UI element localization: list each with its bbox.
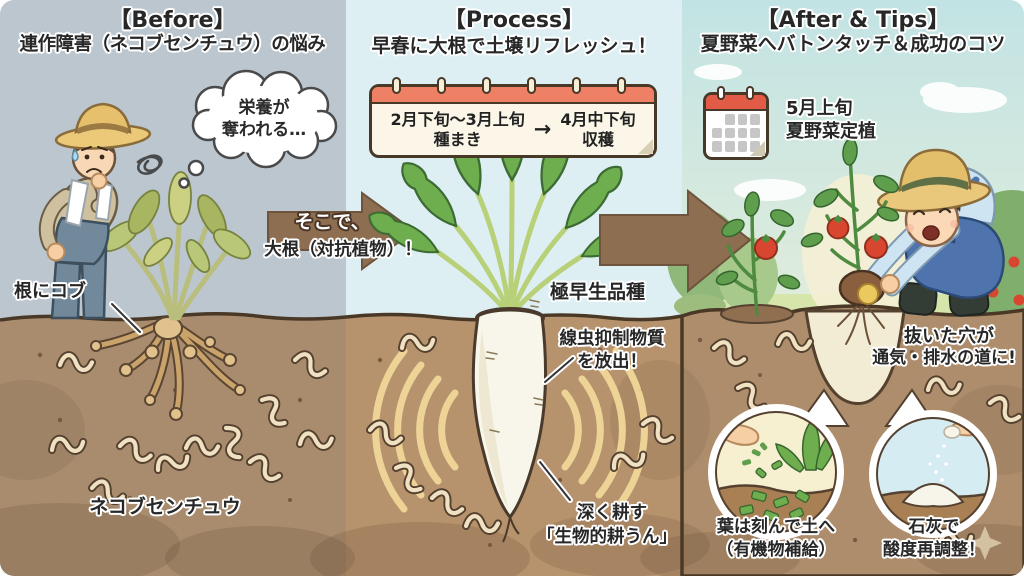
hand bbox=[880, 274, 900, 294]
thought-text-line2: 奪われる… bbox=[221, 120, 307, 140]
tip-lime-line2: 酸度再調整！ bbox=[883, 540, 985, 560]
tomato-plant bbox=[715, 191, 801, 324]
schedule-line1: 5月上旬 bbox=[786, 98, 853, 119]
sweat-drop bbox=[71, 148, 79, 162]
root-galls bbox=[90, 315, 246, 421]
farmer-worried bbox=[38, 102, 152, 320]
tip-leaves-line2: （有機物補給） bbox=[716, 540, 836, 560]
tip-circle-leaves bbox=[708, 404, 844, 540]
process-title: 【Process】 bbox=[443, 8, 585, 33]
process-subtitle: 早春に大根で土壌リフレッシュ！ bbox=[371, 35, 657, 57]
nematode-label: ネコブセンチュウ bbox=[89, 496, 241, 518]
intro-line2: 大根（対抗植物）！ bbox=[264, 240, 422, 260]
after-subtitle: 夏野菜へバトンタッチ＆成功のコツ bbox=[700, 33, 1006, 55]
calendar-icon-may bbox=[703, 86, 769, 160]
wilted-plant bbox=[100, 171, 252, 321]
tip-circle-lime bbox=[869, 410, 997, 538]
soil-line bbox=[0, 312, 683, 322]
substance-label-line2: を放出！ bbox=[577, 352, 647, 372]
before-title: 【Before】 bbox=[109, 8, 236, 33]
glove bbox=[857, 283, 879, 305]
tillage-label-line1: 深く耕す bbox=[577, 503, 647, 523]
sparkle-icon bbox=[968, 526, 1002, 560]
thought-text-line1: 栄養が bbox=[238, 98, 290, 118]
seedling bbox=[800, 138, 900, 345]
calendar-header bbox=[372, 87, 654, 104]
leader-line-before bbox=[109, 301, 143, 335]
harvest-schedule: 4月中下旬 収穫 bbox=[560, 109, 636, 149]
daikon-root-marks bbox=[485, 299, 544, 433]
tillage-label-line2: 「生物的耕うん」 bbox=[537, 527, 677, 547]
planting-hole bbox=[804, 309, 906, 405]
before-subtitle: 連作障害（ネコブセンチュウ）の悩み bbox=[19, 34, 326, 55]
towel bbox=[64, 178, 114, 228]
variety-label: 極早生品種 bbox=[550, 281, 646, 303]
root-gall-label: 根にコブ bbox=[14, 281, 86, 302]
sowing-schedule: 2月下旬～3月上旬 種まき bbox=[390, 109, 525, 149]
after-title: 【After & Tips】 bbox=[756, 8, 950, 33]
hole-label-line2: 通気・排水の道に! bbox=[872, 348, 1016, 368]
thought-bubble-icon bbox=[178, 69, 338, 189]
hole-label-line1: 抜いた穴が bbox=[904, 326, 994, 347]
tip-lime-line1: 石灰で bbox=[908, 517, 960, 537]
page-curl bbox=[638, 139, 653, 154]
calendar-icon-schedule: 2月下旬～3月上旬 種まき → 4月中下旬 収穫 bbox=[369, 77, 657, 158]
worried-face bbox=[81, 146, 108, 173]
substance-label-line1: 線虫抑制物質 bbox=[559, 329, 665, 349]
arrow-right-icon-calendar: → bbox=[533, 117, 552, 142]
before-soil bbox=[0, 313, 346, 576]
intro-line1: そこで、 bbox=[294, 211, 370, 233]
happy-face bbox=[912, 207, 952, 216]
confusion-swirl-icon bbox=[136, 154, 163, 175]
leader-lines-process bbox=[537, 355, 576, 503]
schedule-line2: 夏野菜定植 bbox=[786, 121, 876, 142]
daikon bbox=[363, 89, 658, 543]
lime-mound bbox=[901, 483, 965, 508]
tip-leaves-line1: 葉は刻んで土へ bbox=[716, 517, 836, 537]
arrow-right-icon-summer bbox=[599, 188, 752, 294]
